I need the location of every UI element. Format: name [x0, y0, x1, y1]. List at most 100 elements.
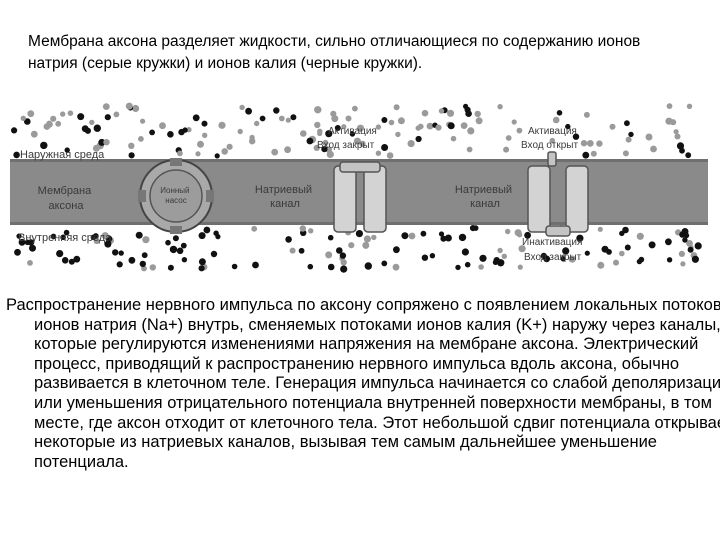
ion-dot [322, 139, 329, 146]
ion-dot [556, 110, 563, 116]
ion-dot [61, 257, 69, 264]
ion-dot [331, 115, 339, 123]
ion-dot [565, 123, 571, 130]
ion-pump: Ионный насос [138, 158, 214, 234]
ion-dot [686, 103, 693, 109]
ion-dot [218, 121, 226, 129]
ion-dot [340, 265, 348, 273]
ion-dot [568, 255, 576, 263]
ion-dot [674, 133, 681, 140]
ion-dot [326, 150, 334, 158]
ion-dot [622, 150, 629, 157]
ion-dot [362, 241, 370, 249]
ion-dot [407, 140, 415, 148]
ion-dot [624, 120, 630, 127]
ion-dot [466, 146, 473, 153]
ion-dot [352, 105, 358, 112]
sodium-channel-2-line-1: Натриевый [455, 184, 512, 196]
ion-dot [135, 231, 143, 239]
ion-dot [341, 124, 347, 130]
ion-dot [363, 235, 371, 243]
ion-dot [181, 257, 188, 263]
ion-dot [327, 234, 334, 241]
ion-dots [11, 102, 702, 273]
ion-dot [245, 107, 253, 115]
ion-dot [680, 261, 686, 267]
ion-dot [24, 239, 31, 246]
ion-dot [678, 250, 686, 257]
ion-dot [392, 263, 400, 271]
ion-dot [317, 130, 323, 137]
ion-dot [386, 152, 394, 159]
ion-dot [90, 234, 97, 240]
ion-dot [426, 122, 434, 130]
ion-dot [149, 129, 156, 136]
ion-dot [314, 106, 322, 114]
ion-dot [665, 117, 673, 125]
ion-dot [210, 250, 218, 258]
activation-1-label: Активация Вход закрыт [317, 126, 380, 151]
ion-dot [321, 146, 328, 153]
ion-dot [98, 138, 106, 146]
inactivation-2-line-1: Инактивация [522, 237, 582, 248]
ion-dot [375, 150, 382, 156]
ion-dot [314, 121, 321, 129]
ion-dot [524, 231, 531, 239]
ion-dot [176, 247, 184, 255]
inactivation-2-line-2: Вход закрыт [524, 252, 582, 263]
ion-dot [167, 264, 174, 271]
ion-dot [138, 136, 144, 142]
ion-dot [446, 109, 455, 117]
ion-dot [586, 140, 594, 147]
ion-dot [285, 117, 291, 123]
axon-membrane-diagram: Ионный насос Наружная среда Внутренняя с… [10, 102, 708, 273]
ion-dot [518, 245, 526, 253]
ion-dot [562, 247, 570, 255]
ion-dot [359, 140, 366, 148]
ion-dot [11, 127, 18, 134]
ion-dot [112, 249, 119, 256]
ion-dot [349, 131, 356, 137]
ion-dot [691, 255, 700, 263]
ion-dot [27, 110, 35, 118]
ion-dot [415, 135, 422, 143]
ion-dot [505, 135, 512, 141]
ion-dot [514, 229, 522, 237]
ion-dot [421, 254, 429, 261]
ion-dot [613, 259, 619, 266]
ion-dot [353, 137, 361, 145]
ion-dot [125, 102, 133, 110]
ion-dot [73, 255, 81, 263]
ion-dot [289, 247, 296, 254]
ion-dot [172, 235, 179, 242]
ion-dot [429, 253, 436, 259]
ion-dot [375, 124, 382, 130]
ion-dot [583, 111, 590, 118]
ion-dot [89, 119, 95, 126]
ion-dot [307, 263, 314, 270]
membrane-label-line-1: Мембрана [38, 185, 92, 197]
ion-dot [474, 110, 481, 118]
ion-dot [300, 130, 307, 137]
inactivation-2-label: Инактивация Вход закрыт [522, 237, 585, 263]
activation-2-line-2: Вход открыт [521, 140, 578, 151]
ion-dot [408, 232, 416, 240]
ion-dot [215, 234, 221, 240]
ion-dot [388, 119, 395, 126]
ion-dot [576, 234, 584, 242]
ion-dot [50, 115, 57, 122]
ion-dot [192, 114, 200, 122]
ion-dot [50, 233, 57, 240]
activation-1-line-1: Активация [328, 126, 377, 137]
activation-2-line-1: Активация [528, 126, 577, 137]
ion-dot [624, 244, 631, 251]
ion-dot [226, 143, 233, 150]
outer-medium-label: Наружная среда [20, 149, 105, 161]
ion-dot [464, 261, 471, 268]
ion-dot [221, 148, 228, 155]
ion-dot [116, 261, 123, 268]
sodium-channel-1-label: Натриевый канал [255, 184, 315, 210]
ion-dot [67, 110, 74, 116]
ion-dot [104, 114, 111, 121]
ion-dot [16, 233, 22, 239]
